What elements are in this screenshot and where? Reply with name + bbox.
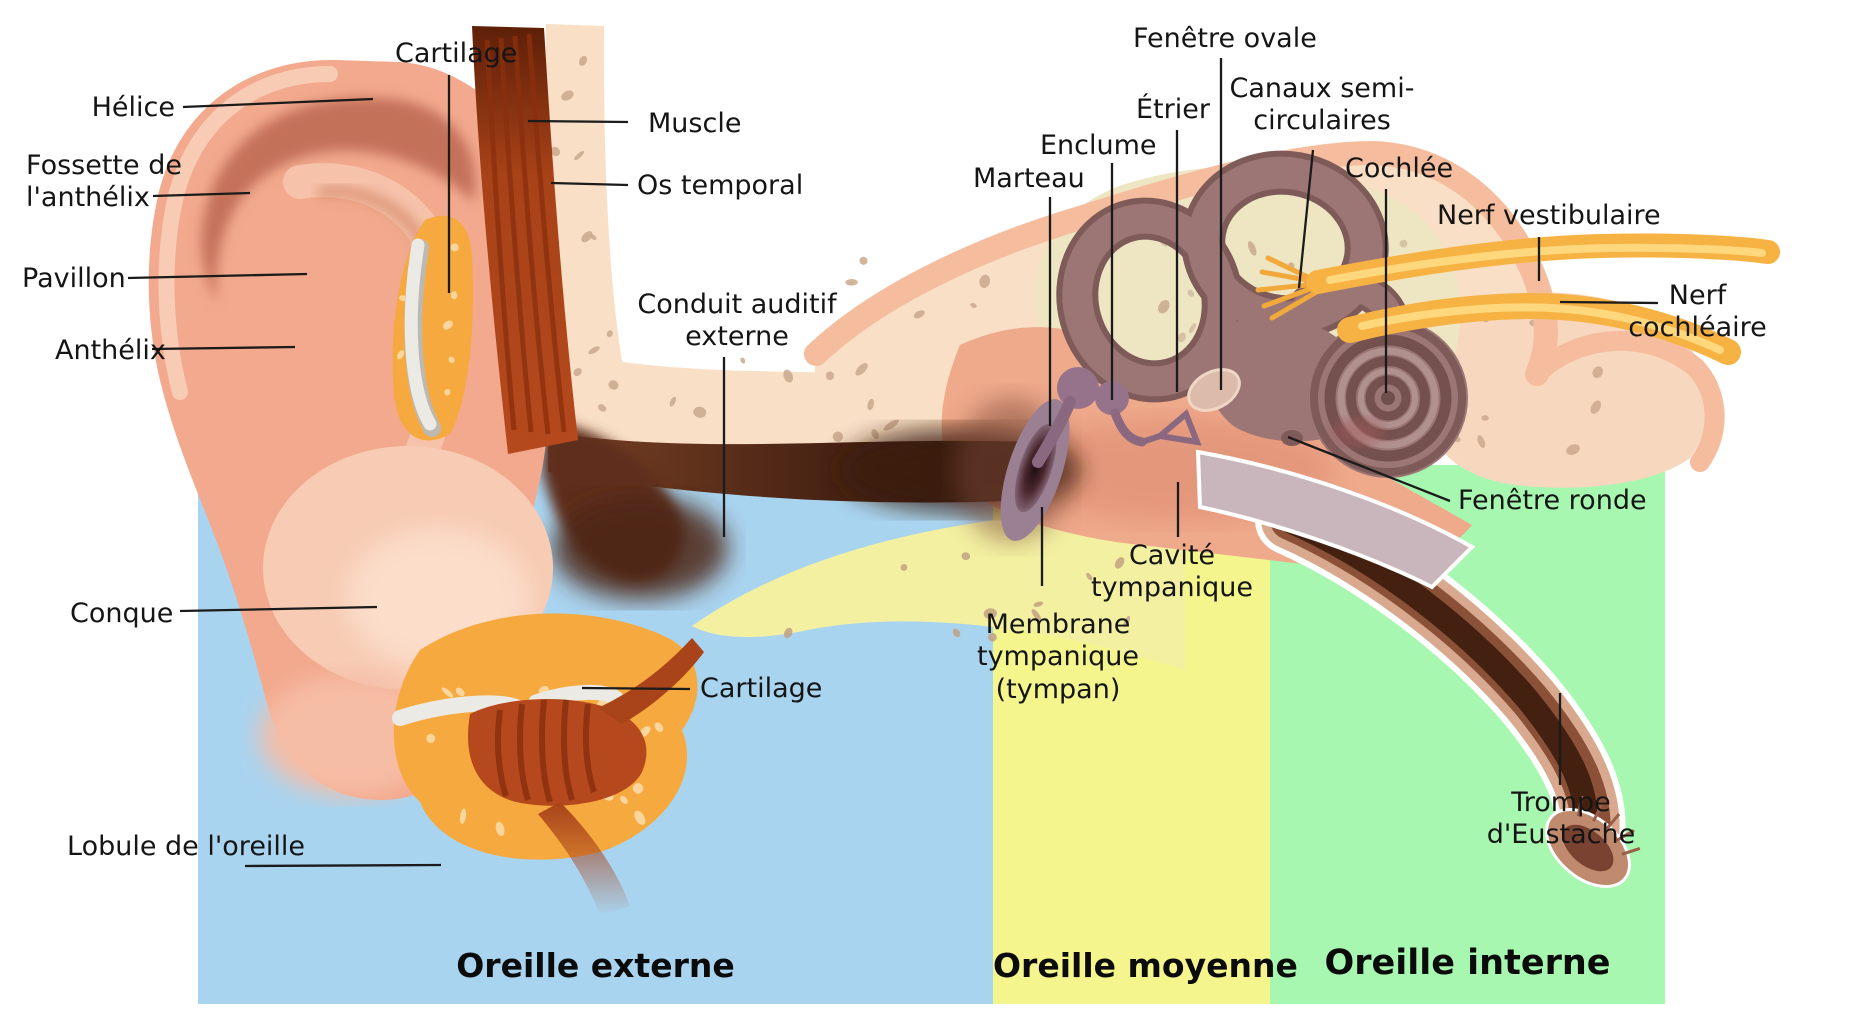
label-os-temporal: Os temporal: [637, 170, 804, 201]
band-label-oreille-moyenne: Oreille moyenne: [993, 946, 1298, 985]
muscle-band: [472, 26, 578, 454]
leader-lines: [127, 58, 1659, 868]
tensor-wedge: [1195, 449, 1476, 590]
label-etrier: Étrier: [1136, 94, 1210, 125]
label-nerf-cochleaire: Nerf cochléaire: [1628, 280, 1767, 344]
label-lobule: Lobule de l'oreille: [67, 831, 306, 862]
label-membrane-tympanique: Membrane tympanique (tympan): [976, 609, 1140, 705]
label-canaux-semi-circulaires: Canaux semi- circulaires: [1229, 73, 1415, 137]
label-muscle: Muscle: [648, 108, 742, 139]
label-cartilage-bas: Cartilage: [700, 673, 823, 704]
tube-opening: [1544, 795, 1641, 888]
eustachian-tube: [1195, 449, 1641, 888]
band-label-oreille-interne: Oreille interne: [1324, 943, 1611, 983]
lobule-shading: [260, 675, 440, 795]
muscle-lower: [467, 699, 647, 806]
label-trompe-eustache: Trompe d'Eustache: [1486, 787, 1636, 851]
label-fenetre-ovale: Fenêtre ovale: [1133, 23, 1317, 54]
band-label-oreille-externe: Oreille externe: [456, 946, 735, 985]
label-nerf-vestibulaire: Nerf vestibulaire: [1437, 200, 1661, 231]
skin-rim: [804, 140, 1558, 386]
middle-ear-ossicles: [954, 367, 1241, 542]
label-cartilage-haut: Cartilage: [395, 38, 518, 69]
label-pavillon: Pavillon: [22, 263, 126, 294]
stapes: [1153, 409, 1202, 446]
label-fossette: Fossette de l'anthélix: [26, 150, 182, 214]
label-enclume: Enclume: [1040, 130, 1157, 161]
label-anthelix: Anthélix: [55, 335, 166, 366]
label-fenetre-ronde: Fenêtre ronde: [1458, 485, 1647, 516]
label-helice: Hélice: [91, 92, 175, 123]
label-conque: Conque: [70, 598, 174, 629]
label-marteau: Marteau: [973, 163, 1085, 194]
label-cochlee: Cochlée: [1345, 153, 1454, 184]
nerves: [1255, 233, 1780, 365]
cartilage-white-strip-upper: [404, 238, 437, 431]
helix-fold-shadow: [201, 97, 476, 302]
oval-window: [1187, 368, 1241, 412]
cartilage-and-muscle: [392, 26, 704, 916]
label-cavite-tympanique: Cavité tympanique: [1090, 540, 1254, 604]
label-conduit-auditif: Conduit auditif externe: [637, 289, 837, 353]
